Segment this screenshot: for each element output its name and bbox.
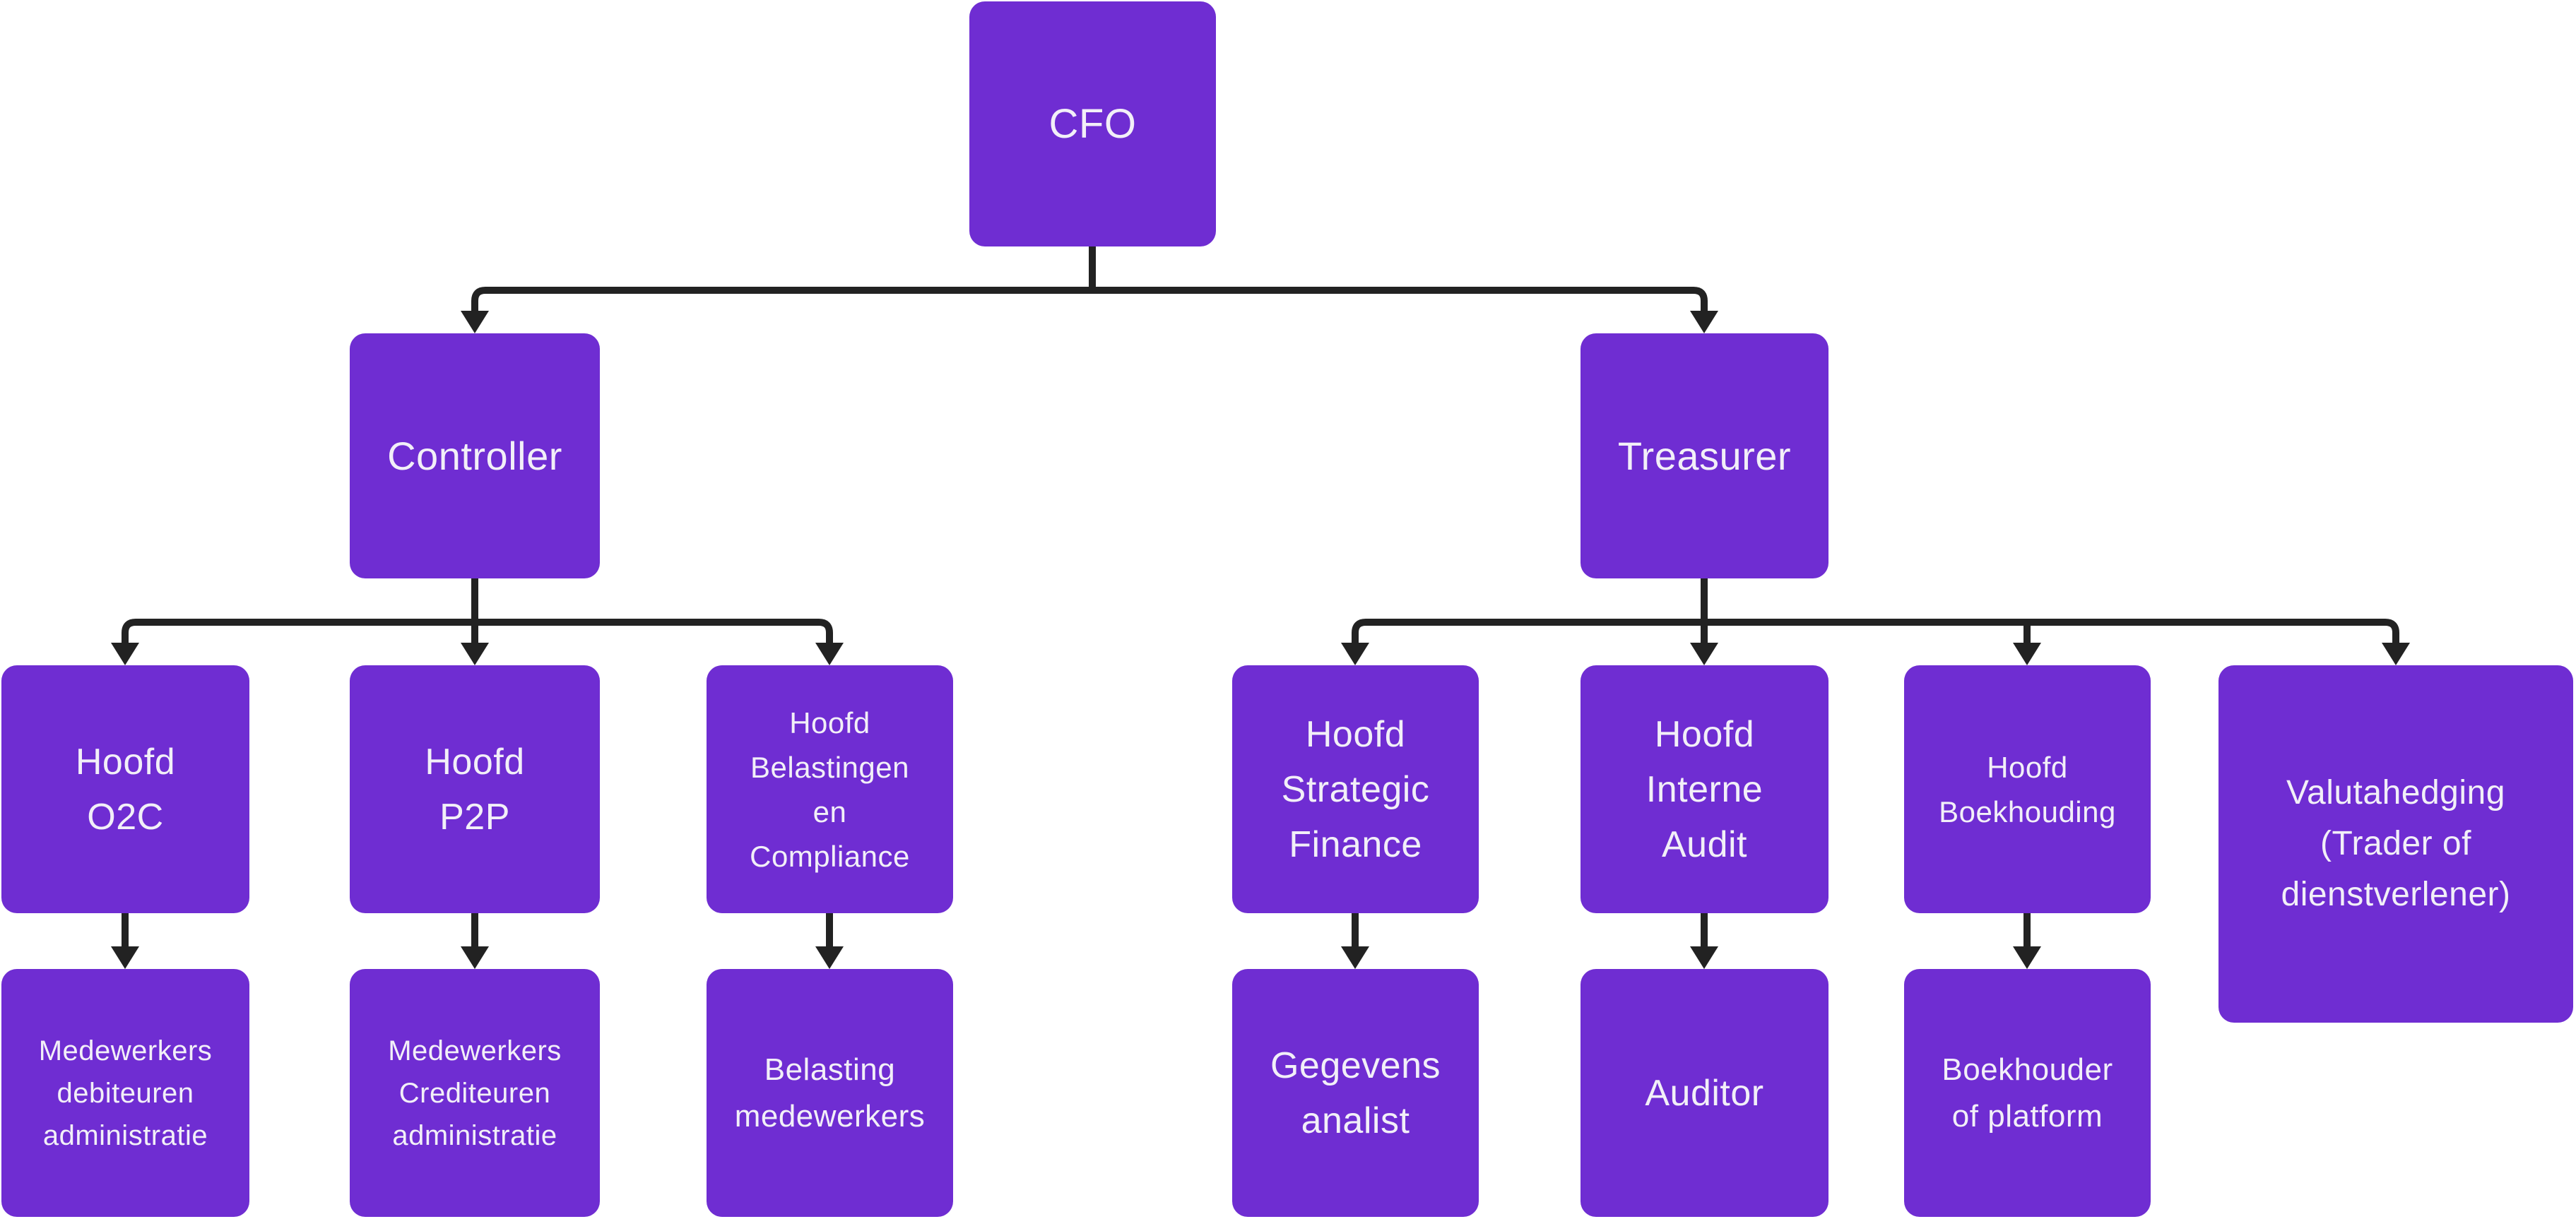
arrowhead-valutahedging [2382, 643, 2410, 665]
arrowhead-hoofd-interne-audit [1690, 643, 1718, 665]
org-node-medewerkers-debiteuren-administratie[interactable]: Medewerkers debiteuren administratie [1, 969, 249, 1217]
arrowhead-hoofd-belastingen [815, 643, 844, 665]
org-node-treasurer[interactable]: Treasurer [1581, 333, 1828, 578]
org-node-cfo[interactable]: CFO [969, 1, 1216, 246]
org-node-hoofd-interne-audit[interactable]: Hoofd Interne Audit [1581, 665, 1828, 913]
org-node-auditor[interactable]: Auditor [1581, 969, 1828, 1217]
arrowhead-hoofd-o2c [111, 643, 139, 665]
arrowhead-controller [461, 311, 489, 333]
arrowhead-medewerkers-crediteuren [461, 946, 489, 969]
connector-cfo-children [471, 287, 1708, 311]
arrowhead-boekhouder [2013, 946, 2041, 969]
arrowhead-hoofd-strategic-finance [1341, 643, 1369, 665]
arrowhead-medewerkers-debiteuren [111, 946, 139, 969]
arrowhead-treasurer [1690, 311, 1718, 333]
arrowhead-hoofd-boekhouding [2013, 643, 2041, 665]
org-node-hoofd-belastingen-en-compliance[interactable]: Hoofd Belastingen en Compliance [707, 665, 953, 913]
org-node-hoofd-p2p[interactable]: Hoofd P2P [350, 665, 600, 913]
org-node-medewerkers-crediteuren-administratie[interactable]: Medewerkers Crediteuren administratie [350, 969, 600, 1217]
org-node-controller[interactable]: Controller [350, 333, 600, 578]
org-node-gegevens-analist[interactable]: Gegevens analist [1232, 969, 1479, 1217]
arrowhead-auditor [1690, 946, 1718, 969]
arrowhead-hoofd-p2p [461, 643, 489, 665]
org-node-boekhouder-of-platform[interactable]: Boekhouder of platform [1904, 969, 2151, 1217]
org-node-valutahedging[interactable]: Valutahedging (Trader of dienstverlener) [2218, 665, 2573, 1023]
arrowhead-gegevens-analist [1341, 946, 1369, 969]
connector-treasurer-children [1352, 619, 2399, 643]
org-node-hoofd-strategic-finance[interactable]: Hoofd Strategic Finance [1232, 665, 1479, 913]
org-node-belasting-medewerkers[interactable]: Belasting medewerkers [707, 969, 953, 1217]
org-node-hoofd-boekhouding[interactable]: Hoofd Boekhouding [1904, 665, 2151, 913]
org-node-hoofd-o2c[interactable]: Hoofd O2C [1, 665, 249, 913]
arrowhead-belasting-medewerkers [815, 946, 844, 969]
